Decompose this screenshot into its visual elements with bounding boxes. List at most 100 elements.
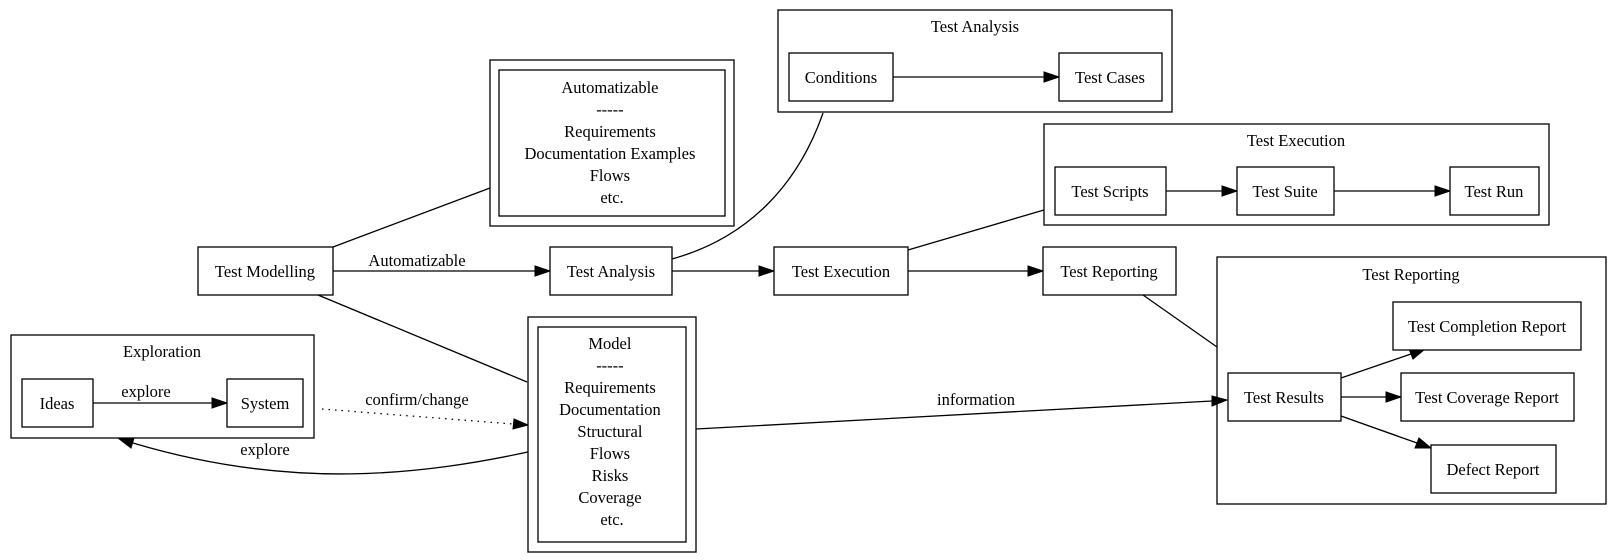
node-automatizable-line: Automatizable: [561, 78, 658, 97]
node-test-results[interactable]: Test Results: [1227, 372, 1342, 422]
node-test-reporting[interactable]: Test Reporting: [1042, 246, 1177, 296]
node-test-modelling-box[interactable]: [197, 246, 334, 296]
node-test-scripts[interactable]: Test Scripts: [1054, 166, 1167, 216]
edge-modelling-automatizable: [332, 187, 491, 248]
edges: [93, 71, 1452, 475]
edge-exploration-model: [321, 408, 514, 425]
arrowhead-suite-run: [1434, 185, 1452, 197]
node-test-suite[interactable]: Test Suite: [1236, 166, 1335, 216]
node-automatizable-line: etc.: [600, 188, 623, 207]
node-system-box[interactable]: [226, 378, 304, 428]
node-automatizable-line: Flows: [590, 166, 630, 185]
node-model-line: Risks: [592, 466, 629, 485]
edge-results-completion: [1340, 353, 1412, 379]
node-test-coverage-report-label: Test Coverage Report: [1415, 388, 1559, 407]
node-test-execution[interactable]: Test Execution: [773, 246, 909, 296]
edge-model-exploration: [132, 442, 538, 475]
arrowhead-modelling-analysis: [534, 265, 552, 277]
arrowhead-execution-reporting: [1027, 265, 1045, 277]
node-model[interactable]: Model ----- Requirements Documentation S…: [527, 316, 697, 553]
node-automatizable-line: Documentation Examples: [524, 144, 695, 163]
arrowhead-model-results: [1211, 395, 1229, 407]
edge-label-information: information: [937, 390, 1015, 409]
node-test-run-box[interactable]: [1449, 166, 1540, 216]
node-model-inner-frame: [537, 326, 687, 543]
node-test-scripts-box[interactable]: [1054, 166, 1167, 216]
node-conditions-box[interactable]: [788, 52, 894, 102]
node-test-cases-label: Test Cases: [1075, 68, 1145, 87]
node-defect-report[interactable]: Defect Report: [1430, 444, 1557, 494]
edge-execution-cluster: [907, 209, 1045, 251]
cluster-test-analysis-title: Test Analysis: [931, 17, 1019, 36]
node-test-run[interactable]: Test Run: [1449, 166, 1540, 216]
node-test-execution-box[interactable]: [773, 246, 909, 296]
node-test-analysis-box[interactable]: [549, 246, 673, 296]
node-test-run-label: Test Run: [1465, 182, 1524, 201]
node-model-line: Model: [588, 334, 631, 353]
node-system[interactable]: System: [226, 378, 304, 428]
node-automatizable[interactable]: Automatizable ----- Requirements Documen…: [489, 59, 735, 227]
node-ideas[interactable]: Ideas: [21, 378, 94, 428]
node-test-coverage-report-box[interactable]: [1400, 372, 1575, 422]
edge-label-confirm-change: confirm/change: [365, 390, 469, 409]
node-model-line: Requirements: [564, 378, 656, 397]
arrowhead-exploration-model: [512, 418, 530, 430]
arrowhead-model-exploration: [116, 437, 135, 449]
arrowhead-ideas-system: [211, 397, 229, 409]
arrowhead-analysis-execution: [758, 265, 776, 277]
node-ideas-label: Ideas: [40, 394, 75, 413]
node-model-line: Coverage: [578, 488, 641, 507]
node-system-label: System: [241, 394, 290, 413]
node-model-text: Model ----- Requirements Documentation S…: [559, 334, 665, 529]
node-ideas-box[interactable]: [21, 378, 94, 428]
node-test-scripts-label: Test Scripts: [1071, 182, 1148, 201]
node-test-completion-report-box[interactable]: [1392, 301, 1582, 351]
edge-modelling-model: [317, 294, 528, 383]
node-test-reporting-label: Test Reporting: [1060, 262, 1157, 281]
node-test-results-box[interactable]: [1227, 372, 1342, 422]
node-test-cases[interactable]: Test Cases: [1058, 52, 1163, 102]
arrowhead-conditions-testcases: [1043, 71, 1061, 83]
arrowhead-scripts-suite: [1221, 185, 1239, 197]
node-automatizable-line: -----: [596, 100, 623, 119]
node-test-execution-label: Test Execution: [792, 262, 890, 281]
edge-results-defect: [1340, 415, 1418, 444]
node-model-line: etc.: [600, 510, 623, 529]
node-conditions[interactable]: Conditions: [788, 52, 894, 102]
node-test-suite-box[interactable]: [1236, 166, 1335, 216]
node-model-line: Documentation: [559, 400, 661, 419]
edge-labels: Automatizable explore confirm/change exp…: [121, 251, 1015, 459]
node-automatizable-text: Automatizable ----- Requirements Documen…: [524, 78, 699, 207]
node-defect-report-box[interactable]: [1430, 444, 1557, 494]
arrowhead-results-defect: [1414, 437, 1433, 449]
node-defect-report-label: Defect Report: [1447, 460, 1540, 479]
edge-label-explore-model-exploration: explore: [240, 440, 289, 459]
edge-model-results: [695, 400, 1213, 430]
node-test-analysis-label: Test Analysis: [567, 262, 655, 281]
node-automatizable-inner-frame: [498, 69, 726, 217]
node-test-modelling[interactable]: Test Modelling: [197, 246, 334, 296]
node-conditions-label: Conditions: [805, 68, 877, 87]
node-model-line: Flows: [590, 444, 630, 463]
cluster-test-reporting-title: Test Reporting: [1362, 265, 1459, 284]
edge-reporting-cluster: [1142, 294, 1218, 348]
node-automatizable-line: Requirements: [564, 122, 656, 141]
edge-label-automatizable: Automatizable: [368, 251, 465, 270]
cluster-exploration-title: Exploration: [123, 342, 201, 361]
cluster-test-execution-title: Test Execution: [1247, 131, 1345, 150]
node-model-line: Structural: [577, 422, 642, 441]
node-test-results-label: Test Results: [1244, 388, 1324, 407]
node-test-completion-report-label: Test Completion Report: [1408, 317, 1567, 336]
arrowhead-results-coverage: [1385, 391, 1403, 403]
edge-analysis-cluster: [671, 112, 824, 260]
edge-label-explore-ideas-system: explore: [121, 382, 170, 401]
node-test-completion-report[interactable]: Test Completion Report: [1392, 301, 1582, 351]
node-test-cases-box[interactable]: [1058, 52, 1163, 102]
node-test-reporting-box[interactable]: [1042, 246, 1177, 296]
node-test-coverage-report[interactable]: Test Coverage Report: [1400, 372, 1575, 422]
node-test-modelling-label: Test Modelling: [215, 262, 315, 281]
node-test-analysis[interactable]: Test Analysis: [549, 246, 673, 296]
node-test-suite-label: Test Suite: [1252, 182, 1317, 201]
node-model-line: -----: [596, 356, 623, 375]
